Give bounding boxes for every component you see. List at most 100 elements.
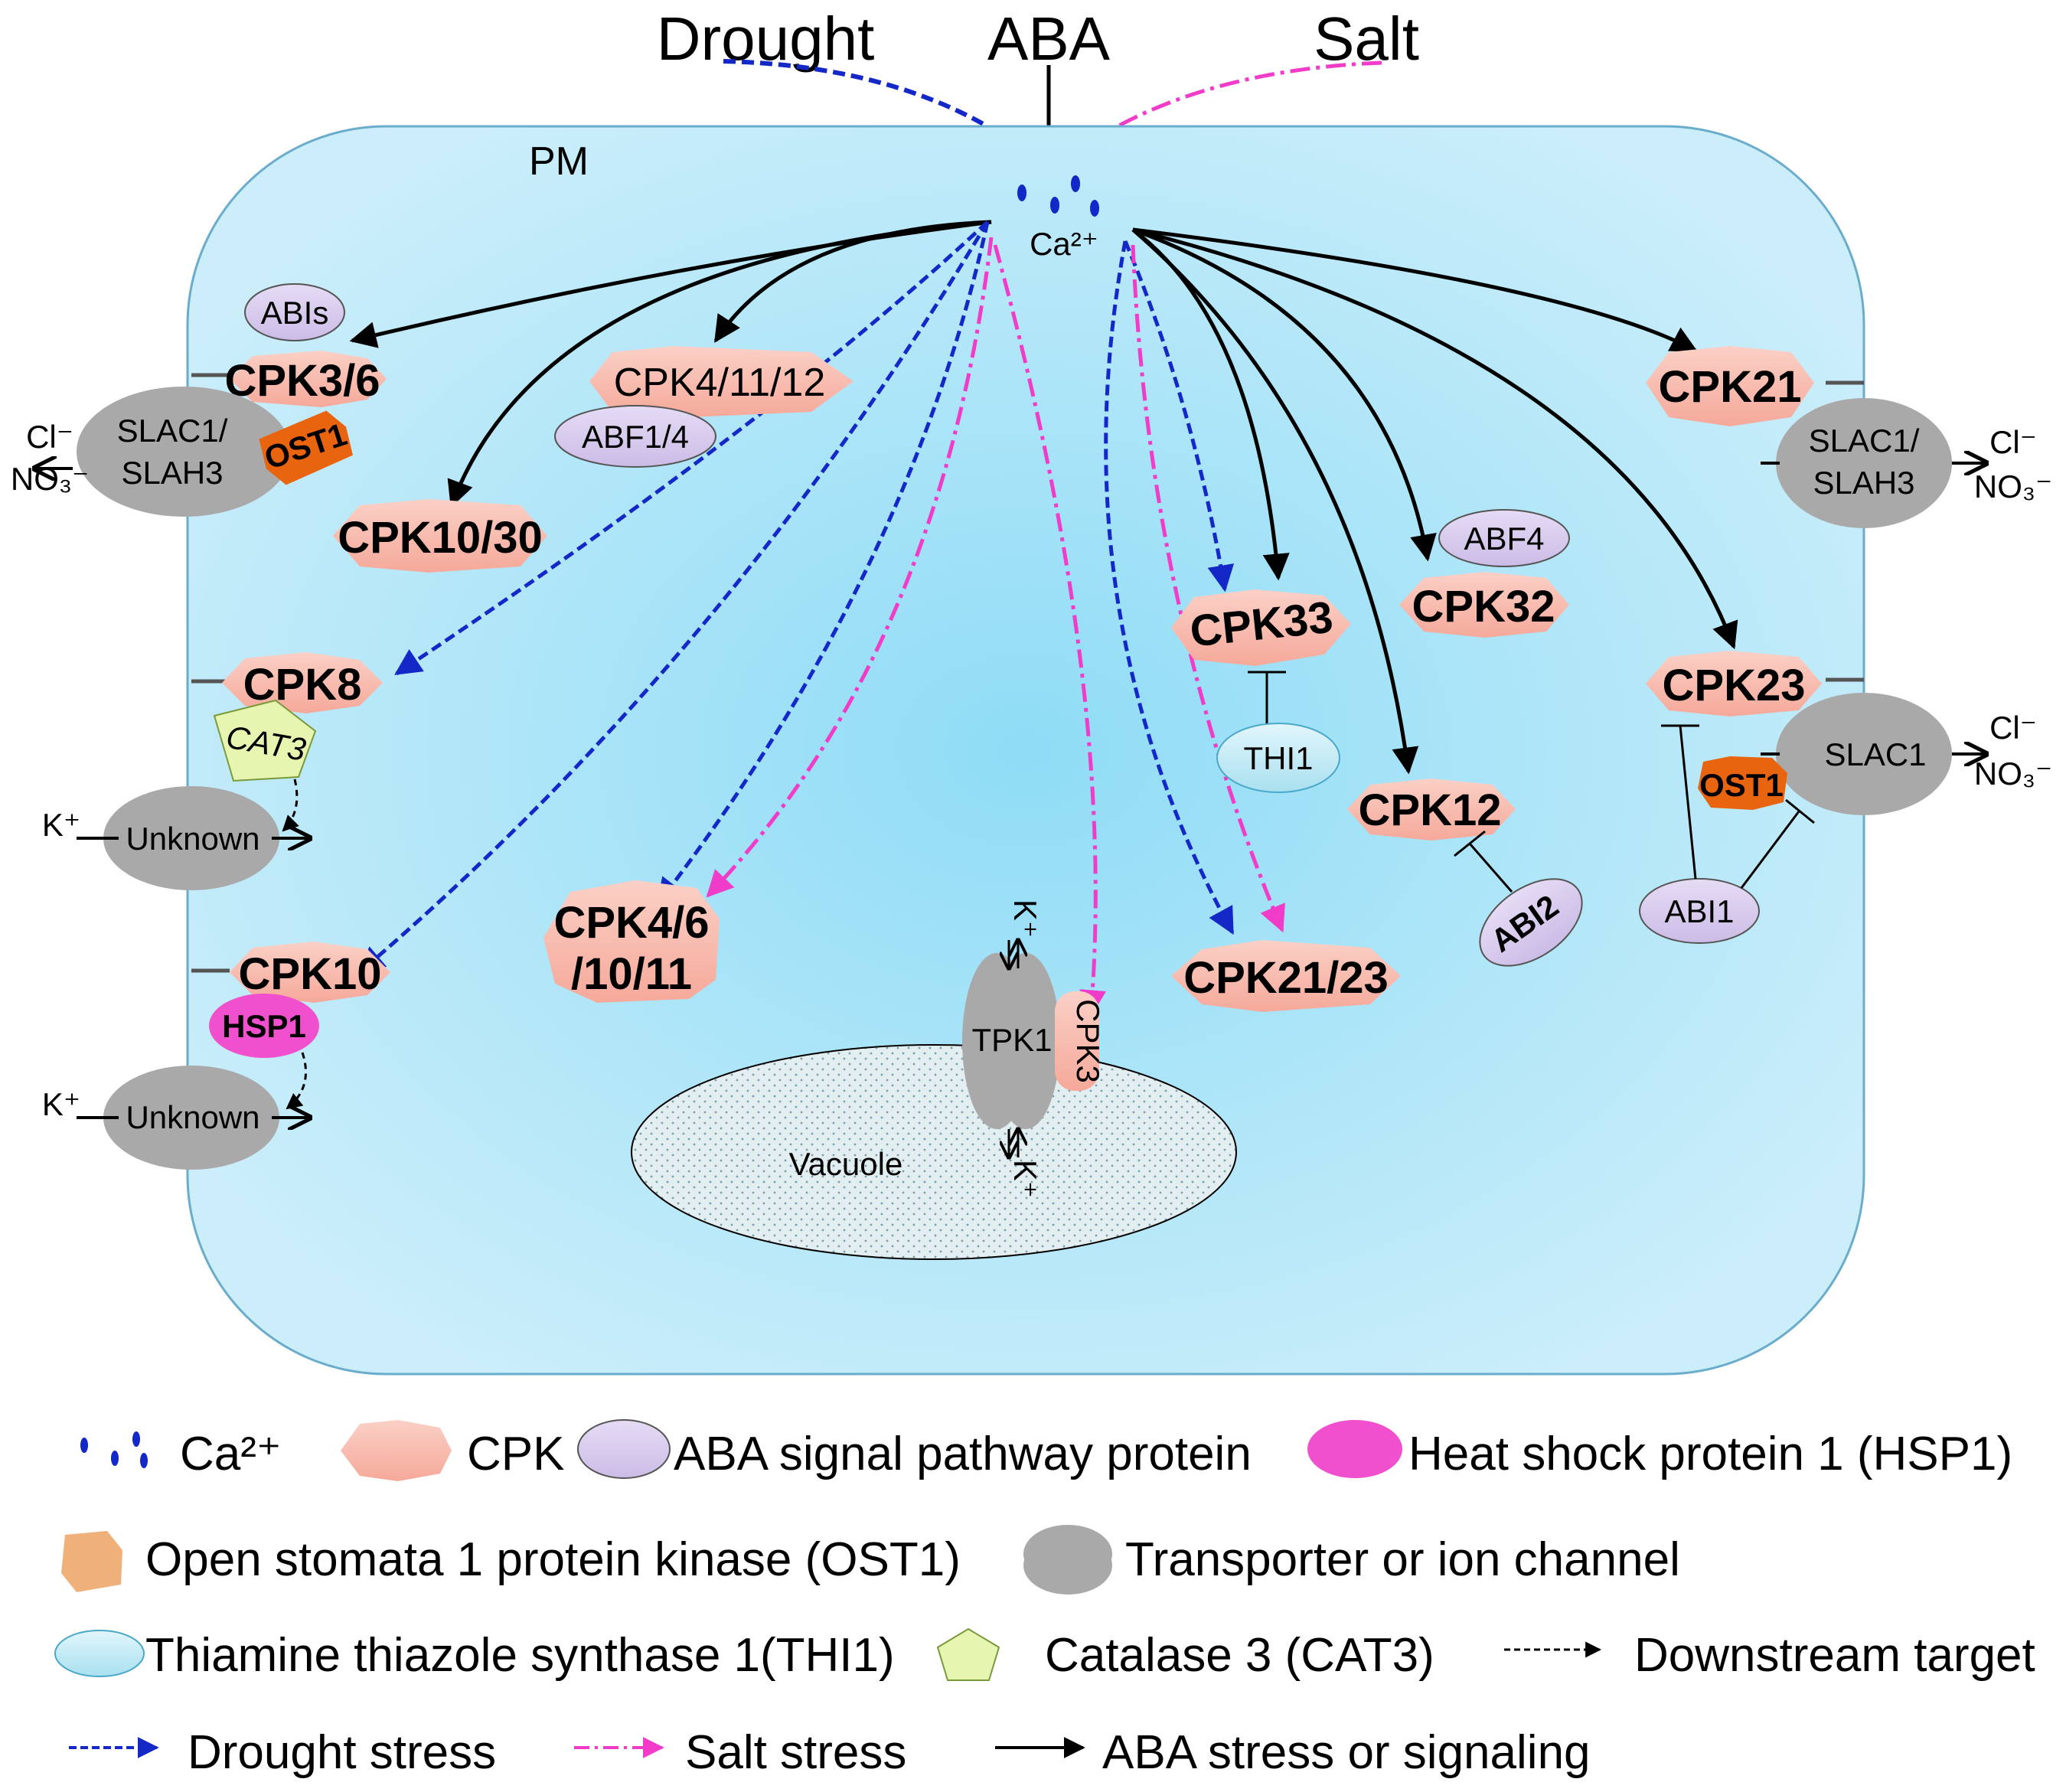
slac1-slah3-left-label1: SLAC1/ [117,413,228,449]
abf1-4-protein [554,405,716,468]
cpk32-shape [1399,572,1569,638]
legend-aba-icon [577,1419,671,1479]
cpk21-23-shape [1171,940,1401,1012]
k-left-1: K⁺ [42,807,80,843]
stimulus-aba: ABA [987,5,1111,73]
calcium-label: Ca²⁺ [1030,226,1098,262]
slac1-slah3-right-label1: SLAC1/ [1809,423,1920,459]
hsp1-protein [209,994,319,1058]
cpk3-vacuole-shape [1055,991,1099,1091]
no3-right-2: NO₃⁻ [1974,756,2052,792]
abi2-protein [1479,878,1583,967]
cat3-protein: CAT3 [213,699,317,782]
cpk3-6-label: CPK3/6 [224,356,380,406]
cpk3-6-shape [230,351,387,407]
cpk10-shape [230,942,390,1003]
cpk10-label: CPK10 [239,949,382,999]
cat3-downstream-arrow [282,778,299,832]
legend-ost1-label: Open stomata 1 protein kinase (OST1) [145,1533,961,1586]
tpk1-label: TPK1 [971,1022,1052,1058]
pm-label: PM [529,139,589,184]
slac1-slah3-right [1776,398,1952,528]
cpk32-label: CPK32 [1412,582,1555,632]
abis-label: ABIs [261,295,329,331]
abf4-protein [1438,509,1570,567]
legend-calcium-label: Ca²⁺ [180,1428,282,1480]
calcium-drops [1017,175,1099,217]
vacuole-label: Vacuole [789,1146,903,1182]
cpk8-shape [222,652,383,713]
cpk4-6-10-11-label1: CPK4/6 [553,898,709,948]
cpk12-shape [1347,778,1516,841]
cpk23-shape [1646,651,1822,716]
legend-drought-label: Drought stress [188,1726,496,1779]
legend-salt-label: Salt stress [685,1726,906,1779]
abf1-4-label: ABF1/4 [582,419,689,455]
unknown-1-label: Unknown [126,821,259,857]
abf4-label: ABF4 [1464,521,1544,557]
legend-cat3-icon [936,1627,1000,1681]
aba-arrows [349,220,1738,775]
slac1-slah3-right-label2: SLAH3 [1813,465,1914,501]
legend-cpk-icon [341,1420,452,1481]
thi1-protein [1216,723,1340,793]
legend-thi1-label: Thiamine thiazole synthase 1(THI1) [145,1629,895,1682]
legend: Ca²⁺ CPK ABA signal pathway protein Heat… [54,1419,2035,1779]
hsp1-label: HSP1 [222,1008,306,1044]
drought-arrows [357,220,1235,974]
legend-downstream-label: Downstream target [1634,1629,2035,1682]
unknown-transporter-2 [103,1066,279,1170]
k-left-2: K⁺ [42,1086,80,1122]
legend-aba-label: ABA signal pathway protein [674,1428,1252,1480]
ost1-right [1698,756,1787,810]
ost1-right-label: OST1 [1699,767,1784,803]
abi1-slac1-inhibit-bar [1785,798,1815,824]
cl-right-1: Cl⁻ [1989,424,2037,460]
cl-right-2: Cl⁻ [1989,710,2037,746]
salt-arrows [706,237,1285,1017]
no3-right-1: NO₃⁻ [1974,468,2052,504]
cpk4-11-12-label: CPK4/11/12 [614,361,826,405]
slac1-right [1776,693,1952,815]
cpk4-6-10-11-label2: /10/11 [571,949,692,999]
legend-ost1-icon [61,1531,122,1592]
abi1-slac1-inhibit-line [1740,811,1800,889]
abi1-cpk23-inhibit-line [1679,725,1697,880]
salt-input-line [1116,60,1382,129]
thi1-label: THI1 [1243,740,1313,776]
cpk8-label: CPK8 [243,660,362,710]
abi2-inhibit-bar [1454,830,1486,857]
legend-thi1-icon [54,1630,145,1677]
cpk21-label: CPK21 [1659,362,1802,412]
membrane-anchors [191,373,1864,973]
slac1-slah3-left [77,387,291,517]
cpk21-shape [1646,346,1814,426]
cpk10-30-shape [333,499,547,573]
unknown-transporter-1 [103,786,279,890]
abi1-label: ABI1 [1664,893,1734,929]
abi2-inhibit-line [1468,843,1513,893]
legend-hsp1-label: Heat shock protein 1 (HSP1) [1408,1428,2012,1480]
tpk1-channel [962,953,1060,1129]
cpk21-23-label: CPK21/23 [1183,953,1389,1003]
drought-input-line [723,59,989,129]
legend-hsp1-icon [1307,1420,1402,1478]
cl-left: Cl⁻ [26,419,73,455]
slac1-slah3-left-label2: SLAH3 [121,455,223,491]
cpk4-6-10-11-shape [543,880,720,1003]
k-tpk-bottom: K⁺ [1007,1160,1043,1198]
legend-aba-line-label: ABA stress or signaling [1102,1726,1591,1779]
cpk4-11-12-shape [589,346,853,418]
vacuole [631,1044,1237,1260]
cpk12-label: CPK12 [1359,785,1502,835]
abi1-protein [1639,878,1760,944]
legend-transporter-icon-b [1023,1536,1112,1595]
cpk3-vacuole-label: CPK3 [1070,999,1106,1083]
cpk10-30-label: CPK10/30 [338,513,543,563]
cpk33-shape [1171,589,1351,666]
legend-cpk-label: CPK [467,1428,564,1480]
legend-cat3-label: Catalase 3 (CAT3) [1045,1629,1434,1682]
legend-calcium-icon [80,1431,148,1468]
